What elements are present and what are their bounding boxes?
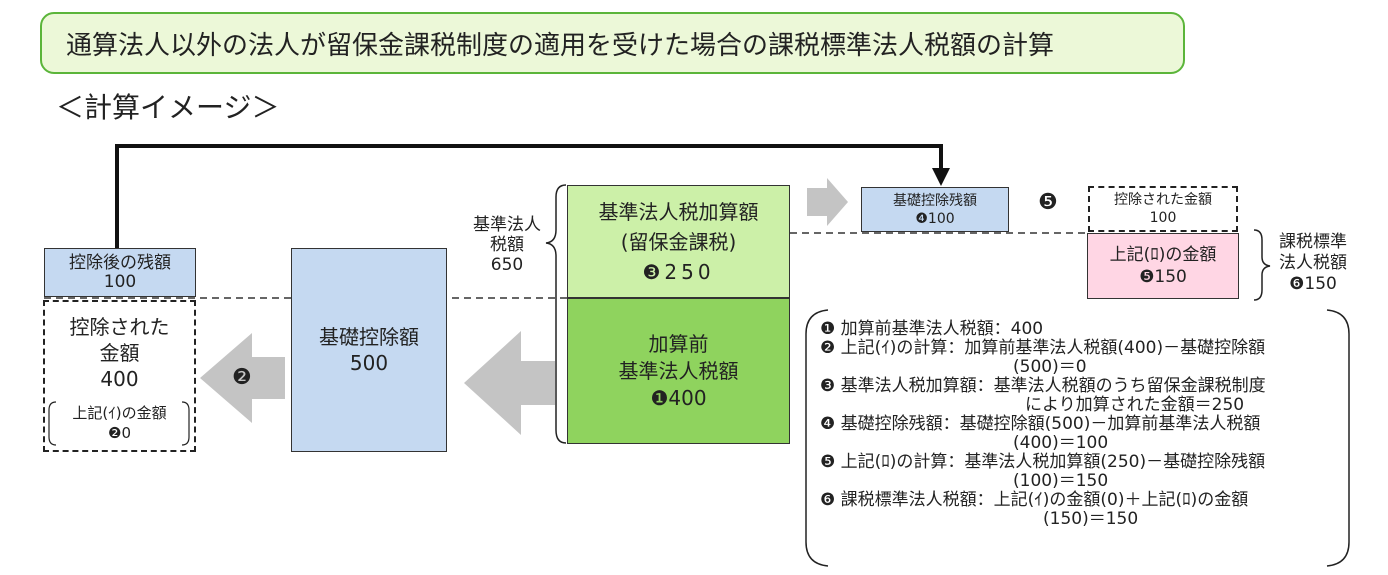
- arrow-to-basic-remaining: [807, 178, 848, 226]
- notes-left-bracket: [805, 309, 829, 567]
- standard-tax-line1: 基準法人: [473, 215, 541, 235]
- before-addition-line2: 基準法人税額: [618, 358, 739, 383]
- note-5: ❺ 上記(ﾛ)の計算：基準法人税加算額(250)－基礎控除残額: [820, 452, 1266, 472]
- addition-line1: 基準法人税加算額: [598, 199, 759, 224]
- addition-line2: (留保金課税): [620, 229, 737, 254]
- arrow-to-basic-deduction: [464, 331, 555, 435]
- basic-remaining-value: ❹100: [915, 210, 955, 227]
- ro-amount-box: 上記(ﾛ)の金額 ❺150: [1087, 233, 1239, 299]
- before-addition-value: ❶400: [650, 385, 707, 410]
- note-4: ❹ 基礎控除残額：基礎控除額(500)－加算前基準法人税額: [820, 414, 1261, 434]
- brace-standard-tax: [545, 184, 567, 444]
- deducted-amount-value: 400: [100, 367, 139, 391]
- basic-remaining-label: 基礎控除残額: [893, 192, 977, 209]
- arrow-to-deducted: [200, 333, 285, 423]
- sub-amount-value: ❷0: [108, 424, 131, 442]
- note-3: ❸ 基準法人税加算額：基準法人税額のうち留保金課税制度: [820, 376, 1266, 396]
- feedback-line: [115, 144, 943, 248]
- ro-amount-value: ❺150: [1139, 267, 1187, 287]
- remaining-after-deduction-label: 控除後の残額: [69, 252, 171, 273]
- standard-tax-line2: 税額: [490, 235, 524, 255]
- sub-right-bracket: [181, 401, 190, 446]
- remaining-after-deduction-box: 控除後の残額 100: [44, 248, 196, 297]
- sub-amount-label: 上記(ｲ)の金額: [72, 404, 167, 422]
- basic-deduction-label: 基礎控除額: [319, 325, 419, 349]
- basic-deduction-box: 基礎控除額 500: [291, 248, 447, 452]
- subtitle: ＜計算イメージ＞: [56, 91, 280, 124]
- taxable-label: 課税標準 法人税額 ❻150: [1268, 232, 1358, 295]
- deducted-right-value: 100: [1149, 210, 1177, 226]
- before-addition-box: 加算前 基準法人税額 ❶400: [567, 298, 790, 444]
- standard-tax-label: 基準法人 税額 650: [468, 215, 546, 275]
- notes-list: ❶ 加算前基準法人税額：400 ❷ 上記(ｲ)の計算：加算前基準法人税額(400…: [820, 320, 1340, 529]
- feedback-arrowhead: [932, 168, 950, 186]
- brace-taxable: [1253, 229, 1271, 301]
- taxable-line1: 課税標準: [1279, 232, 1347, 252]
- sub-left-bracket: [48, 401, 57, 446]
- deducted-amount-box: 控除された 金額 400 上記(ｲ)の金額 ❷0: [43, 300, 196, 452]
- diagram-title: 通算法人以外の法人が留保金課税制度の適用を受けた場合の課税標準法人税額の計算: [40, 12, 1185, 74]
- standard-tax-value: 650: [490, 255, 524, 275]
- addition-box: 基準法人税加算額 (留保金課税) ❸250: [567, 185, 790, 298]
- note-3-cont: により加算された金額＝250: [1025, 395, 1245, 415]
- taxable-value: ❻150: [1289, 274, 1337, 294]
- deducted-amount-line1: 控除された: [69, 315, 170, 339]
- note-2-cont: (500)＝0: [1013, 357, 1087, 377]
- step-5-marker: ❺: [1038, 190, 1058, 215]
- note-6-cont: (150)＝150: [1043, 509, 1139, 529]
- title-text: 通算法人以外の法人が留保金課税制度の適用を受けた場合の課税標準法人税額の計算: [66, 30, 1055, 61]
- deducted-amount-line2: 金額: [99, 341, 140, 365]
- remaining-after-deduction-value: 100: [103, 271, 137, 292]
- basic-remaining-box: 基礎控除残額 ❹100: [861, 187, 1009, 232]
- note-1: ❶ 加算前基準法人税額：400: [820, 319, 1044, 339]
- taxable-line2: 法人税額: [1279, 253, 1347, 273]
- before-addition-line1: 加算前: [648, 331, 709, 356]
- deducted-right-label: 控除された金額: [1114, 192, 1212, 208]
- notes-right-bracket: [1326, 309, 1350, 567]
- note-5-cont: (100)＝150: [1013, 471, 1109, 491]
- note-2: ❷ 上記(ｲ)の計算：加算前基準法人税額(400)－基礎控除額: [820, 338, 1266, 358]
- ro-amount-label: 上記(ﾛ)の金額: [1109, 245, 1217, 265]
- note-4-cont: (400)＝100: [1013, 433, 1109, 453]
- step-2-marker: ❷: [232, 365, 252, 390]
- addition-value: ❸250: [642, 259, 715, 284]
- deducted-right-box: 控除された金額 100: [1088, 186, 1238, 232]
- note-6: ❻ 課税標準法人税額：上記(ｲ)の金額(0)＋上記(ﾛ)の金額: [820, 490, 1249, 510]
- basic-deduction-value: 500: [349, 351, 389, 375]
